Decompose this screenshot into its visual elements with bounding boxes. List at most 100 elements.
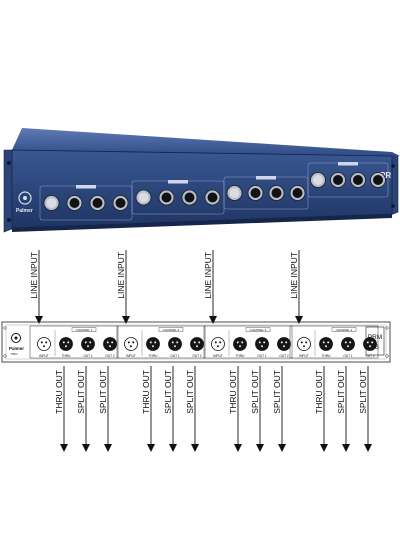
xlr-pin — [219, 341, 222, 344]
connector-label: OUT 1 — [170, 354, 180, 358]
xlr-pin — [127, 341, 130, 344]
xlr-output-jack — [277, 337, 291, 351]
split-out-label: SPLIT OUT — [98, 370, 108, 414]
model-badge-line1: PRM — [368, 334, 382, 341]
channel-frame — [289, 325, 379, 359]
xlr-pin — [196, 345, 198, 348]
xlr-output-jack — [146, 337, 160, 351]
line-input-label: LINE INPUT — [29, 252, 39, 299]
xlr-pin — [193, 341, 196, 344]
photo-xlr-insert — [207, 192, 218, 203]
connector-label: THRU — [62, 354, 72, 358]
photo-xlr-insert — [229, 188, 240, 198]
xlr-input-jack — [297, 337, 311, 351]
channel-label: CHANNEL 4 — [336, 328, 353, 332]
xlr-output-jack — [190, 337, 204, 351]
xlr-output-jack — [255, 337, 269, 351]
xlr-pin — [198, 341, 201, 344]
xlr-pin — [258, 341, 261, 344]
photo-xlr-insert — [333, 175, 343, 185]
panel-screw — [385, 354, 389, 358]
photo-channel-label-plate — [168, 180, 188, 184]
xlr-pin — [239, 345, 241, 348]
connector-label: OUT 2 — [279, 354, 289, 358]
connector-label: OUT 2 — [365, 354, 375, 358]
channel-label: CHANNEL 1 — [76, 328, 93, 332]
photo-xlr-insert — [46, 198, 57, 208]
xlr-pin — [236, 341, 239, 344]
xlr-pin — [347, 345, 349, 348]
channel-frame — [203, 325, 293, 359]
front-panel: Palmer PRO PRM LS CHANNEL 1INPUTTHRUOUT … — [1, 321, 391, 363]
channel-frame — [29, 325, 119, 359]
line-input-label: LINE INPUT — [203, 252, 213, 299]
panel-logo-dot — [14, 336, 18, 340]
photo-xlr-insert — [271, 188, 282, 198]
connector-label: INPUT — [213, 354, 223, 358]
thru-out-label: THRU OUT — [228, 370, 238, 414]
channel-label-box — [331, 327, 357, 332]
xlr-pin — [217, 345, 219, 348]
palmer-logo-icon — [18, 191, 32, 205]
palmer-logo-dot — [23, 196, 27, 200]
thru-out-label: THRU OUT — [141, 370, 151, 414]
panel-screw — [3, 354, 7, 358]
xlr-output-jack — [59, 337, 73, 351]
photo-channel-group — [223, 176, 309, 210]
xlr-pin — [171, 341, 174, 344]
panel-logo-icon — [11, 333, 21, 343]
thru-out-label: THRU OUT — [54, 370, 64, 414]
xlr-pin — [106, 341, 109, 344]
xlr-pin — [87, 345, 89, 348]
xlr-pin — [300, 341, 303, 344]
xlr-pin — [303, 345, 305, 348]
xlr-output-jack — [103, 337, 117, 351]
xlr-output-jack — [319, 337, 333, 351]
xlr-pin — [176, 341, 179, 344]
channel-frame — [116, 325, 206, 359]
xlr-pin — [344, 341, 347, 344]
panel-screw — [3, 326, 7, 330]
channel-label: CHANNEL 2 — [163, 328, 180, 332]
photo-brand: Palmer — [16, 208, 33, 214]
channel-label: CHANNEL 3 — [250, 328, 267, 332]
xlr-pin — [130, 345, 132, 348]
rack-top — [12, 128, 400, 156]
xlr-output-jack — [233, 337, 247, 351]
thru-out-label: THRU OUT — [314, 370, 324, 414]
connector-label: OUT 1 — [343, 354, 353, 358]
xlr-pin — [62, 341, 65, 344]
xlr-pin — [67, 341, 70, 344]
connector-label: THRU — [236, 354, 246, 358]
rack-bottom — [12, 214, 392, 232]
rack-screw — [391, 164, 395, 168]
xlr-pin — [174, 345, 176, 348]
photo-xlr-insert — [184, 192, 195, 203]
line-input-label: LINE INPUT — [116, 252, 126, 299]
split-out-label: SPLIT OUT — [76, 370, 86, 414]
connector-label: OUT 1 — [257, 354, 267, 358]
xlr-pin — [149, 341, 152, 344]
xlr-pin — [152, 345, 154, 348]
photo-channel-label-plate — [76, 185, 96, 189]
xlr-pin — [111, 341, 114, 344]
photo-xlr-insert — [161, 192, 172, 203]
split-out-label: SPLIT OUT — [272, 370, 282, 414]
xlr-input-jack — [211, 337, 225, 351]
photo-xlr-insert — [250, 188, 261, 198]
panel-brand-sub: PRO — [11, 352, 18, 356]
connector-label: INPUT — [299, 354, 309, 358]
xlr-pin — [214, 341, 217, 344]
channel-signal-flow: LINE INPUT THRU OUT SPLIT OUT SPLIT OUT — [29, 250, 112, 452]
connector-label: INPUT — [126, 354, 136, 358]
channel-label-box — [245, 327, 271, 332]
rack-screw — [391, 204, 395, 208]
xlr-pin — [132, 341, 135, 344]
photo-xlr-insert — [292, 188, 303, 198]
